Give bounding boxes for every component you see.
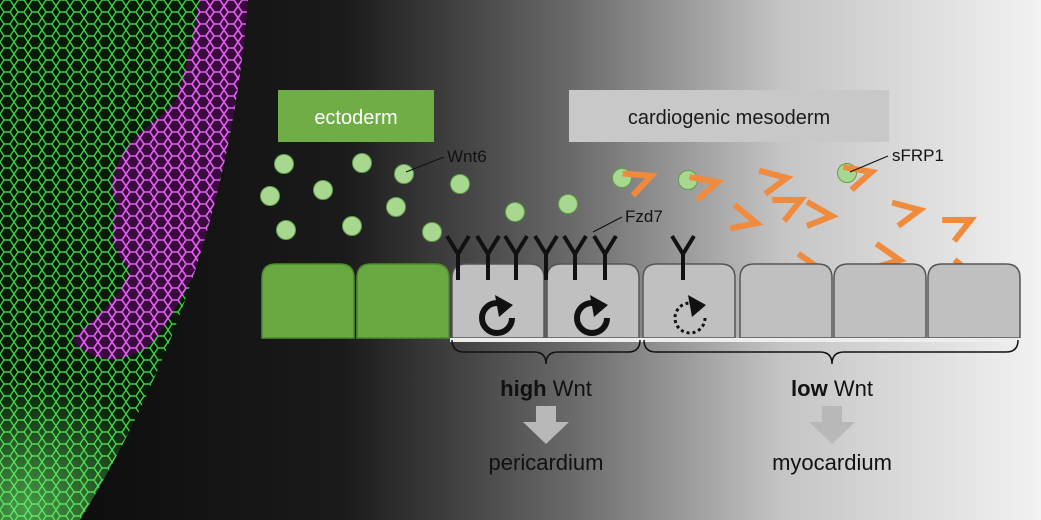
low-wnt-label: low Wnt bbox=[791, 376, 873, 401]
fzd7-callout-line bbox=[592, 216, 623, 233]
magenta-cell-region bbox=[72, 0, 248, 359]
wnt6-dot bbox=[313, 180, 333, 200]
ectoderm-cell bbox=[356, 263, 450, 339]
sfrp1-chevron bbox=[758, 167, 794, 197]
cardiogenic-mesoderm-box bbox=[569, 90, 889, 142]
low-wnt-name: Wnt bbox=[834, 376, 873, 401]
ectoderm-box bbox=[278, 90, 434, 142]
low-wnt-brace bbox=[643, 339, 1019, 365]
cardiogenic-mesoderm-label: cardiogenic mesoderm bbox=[628, 107, 830, 129]
rotation-arrowhead-icon bbox=[688, 295, 706, 317]
wnt6-dot bbox=[386, 197, 406, 217]
sfrp1-chevron bbox=[622, 170, 658, 198]
rotation-arrow-icon bbox=[479, 300, 515, 336]
receptor-icon bbox=[592, 234, 618, 280]
wnt6-dot bbox=[276, 220, 296, 240]
sfrp1-chevron bbox=[729, 202, 764, 232]
wnt-signaling-indicators bbox=[479, 295, 707, 336]
down-arrow-icon bbox=[523, 406, 569, 444]
receptor-icon bbox=[562, 234, 588, 280]
ectoderm-cell bbox=[261, 263, 355, 339]
sfrp1-chevron bbox=[891, 199, 927, 229]
wnt6-dot bbox=[505, 202, 525, 222]
wnt6-dot bbox=[342, 216, 362, 236]
fzd7-receptors bbox=[445, 234, 696, 280]
wnt6-dot bbox=[394, 164, 414, 184]
mesoderm-cell bbox=[833, 263, 927, 339]
cell-layer-base bbox=[450, 338, 1022, 342]
receptor-icon bbox=[445, 234, 471, 280]
high-wnt-brace bbox=[451, 339, 641, 365]
high-word: high bbox=[500, 376, 546, 401]
down-arrow-icon bbox=[809, 406, 855, 444]
ectoderm-label: ectoderm bbox=[314, 107, 397, 129]
high-wnt-label: high Wnt bbox=[500, 376, 592, 401]
rotation-arrow-icon bbox=[574, 300, 610, 336]
myocardium-label: myocardium bbox=[772, 450, 892, 475]
rotation-arrow-icon bbox=[673, 301, 707, 335]
receptor-icon bbox=[670, 234, 696, 280]
wnt6-label: Wnt6 bbox=[447, 147, 487, 166]
wnt6-dot bbox=[274, 154, 294, 174]
receptor-icon bbox=[533, 234, 559, 280]
low-word: low bbox=[791, 376, 829, 401]
sfrp1-chevron bbox=[805, 199, 839, 229]
sfrp1-callout-line bbox=[849, 155, 889, 173]
pericardium-label: pericardium bbox=[489, 450, 604, 475]
sfrp1-chevron bbox=[688, 174, 725, 202]
sfrp1-chevron bbox=[842, 164, 879, 192]
high-wnt-name: Wnt bbox=[553, 376, 592, 401]
wnt6-dot bbox=[260, 186, 280, 206]
receptor-icon bbox=[503, 234, 529, 280]
mesoderm-cell bbox=[739, 263, 833, 339]
wnt6-callout-line bbox=[405, 156, 445, 173]
wnt6-ligands bbox=[260, 153, 857, 242]
rotation-arrowhead-icon bbox=[590, 295, 608, 317]
wnt6-dot bbox=[422, 222, 442, 242]
sfrp1-label: sFRP1 bbox=[892, 146, 944, 165]
mesoderm-cell bbox=[927, 263, 1021, 339]
sfrp1-chevron bbox=[772, 196, 808, 223]
wnt6-dot bbox=[352, 153, 372, 173]
wnt6-dot bbox=[450, 174, 470, 194]
mesoderm-cell bbox=[642, 263, 736, 339]
rotation-arrowhead-icon bbox=[495, 295, 513, 317]
receptor-icon bbox=[475, 234, 501, 280]
wnt6-dot bbox=[558, 194, 578, 214]
sfrp1-chevron bbox=[942, 216, 978, 243]
fzd7-label: Fzd7 bbox=[625, 207, 663, 226]
